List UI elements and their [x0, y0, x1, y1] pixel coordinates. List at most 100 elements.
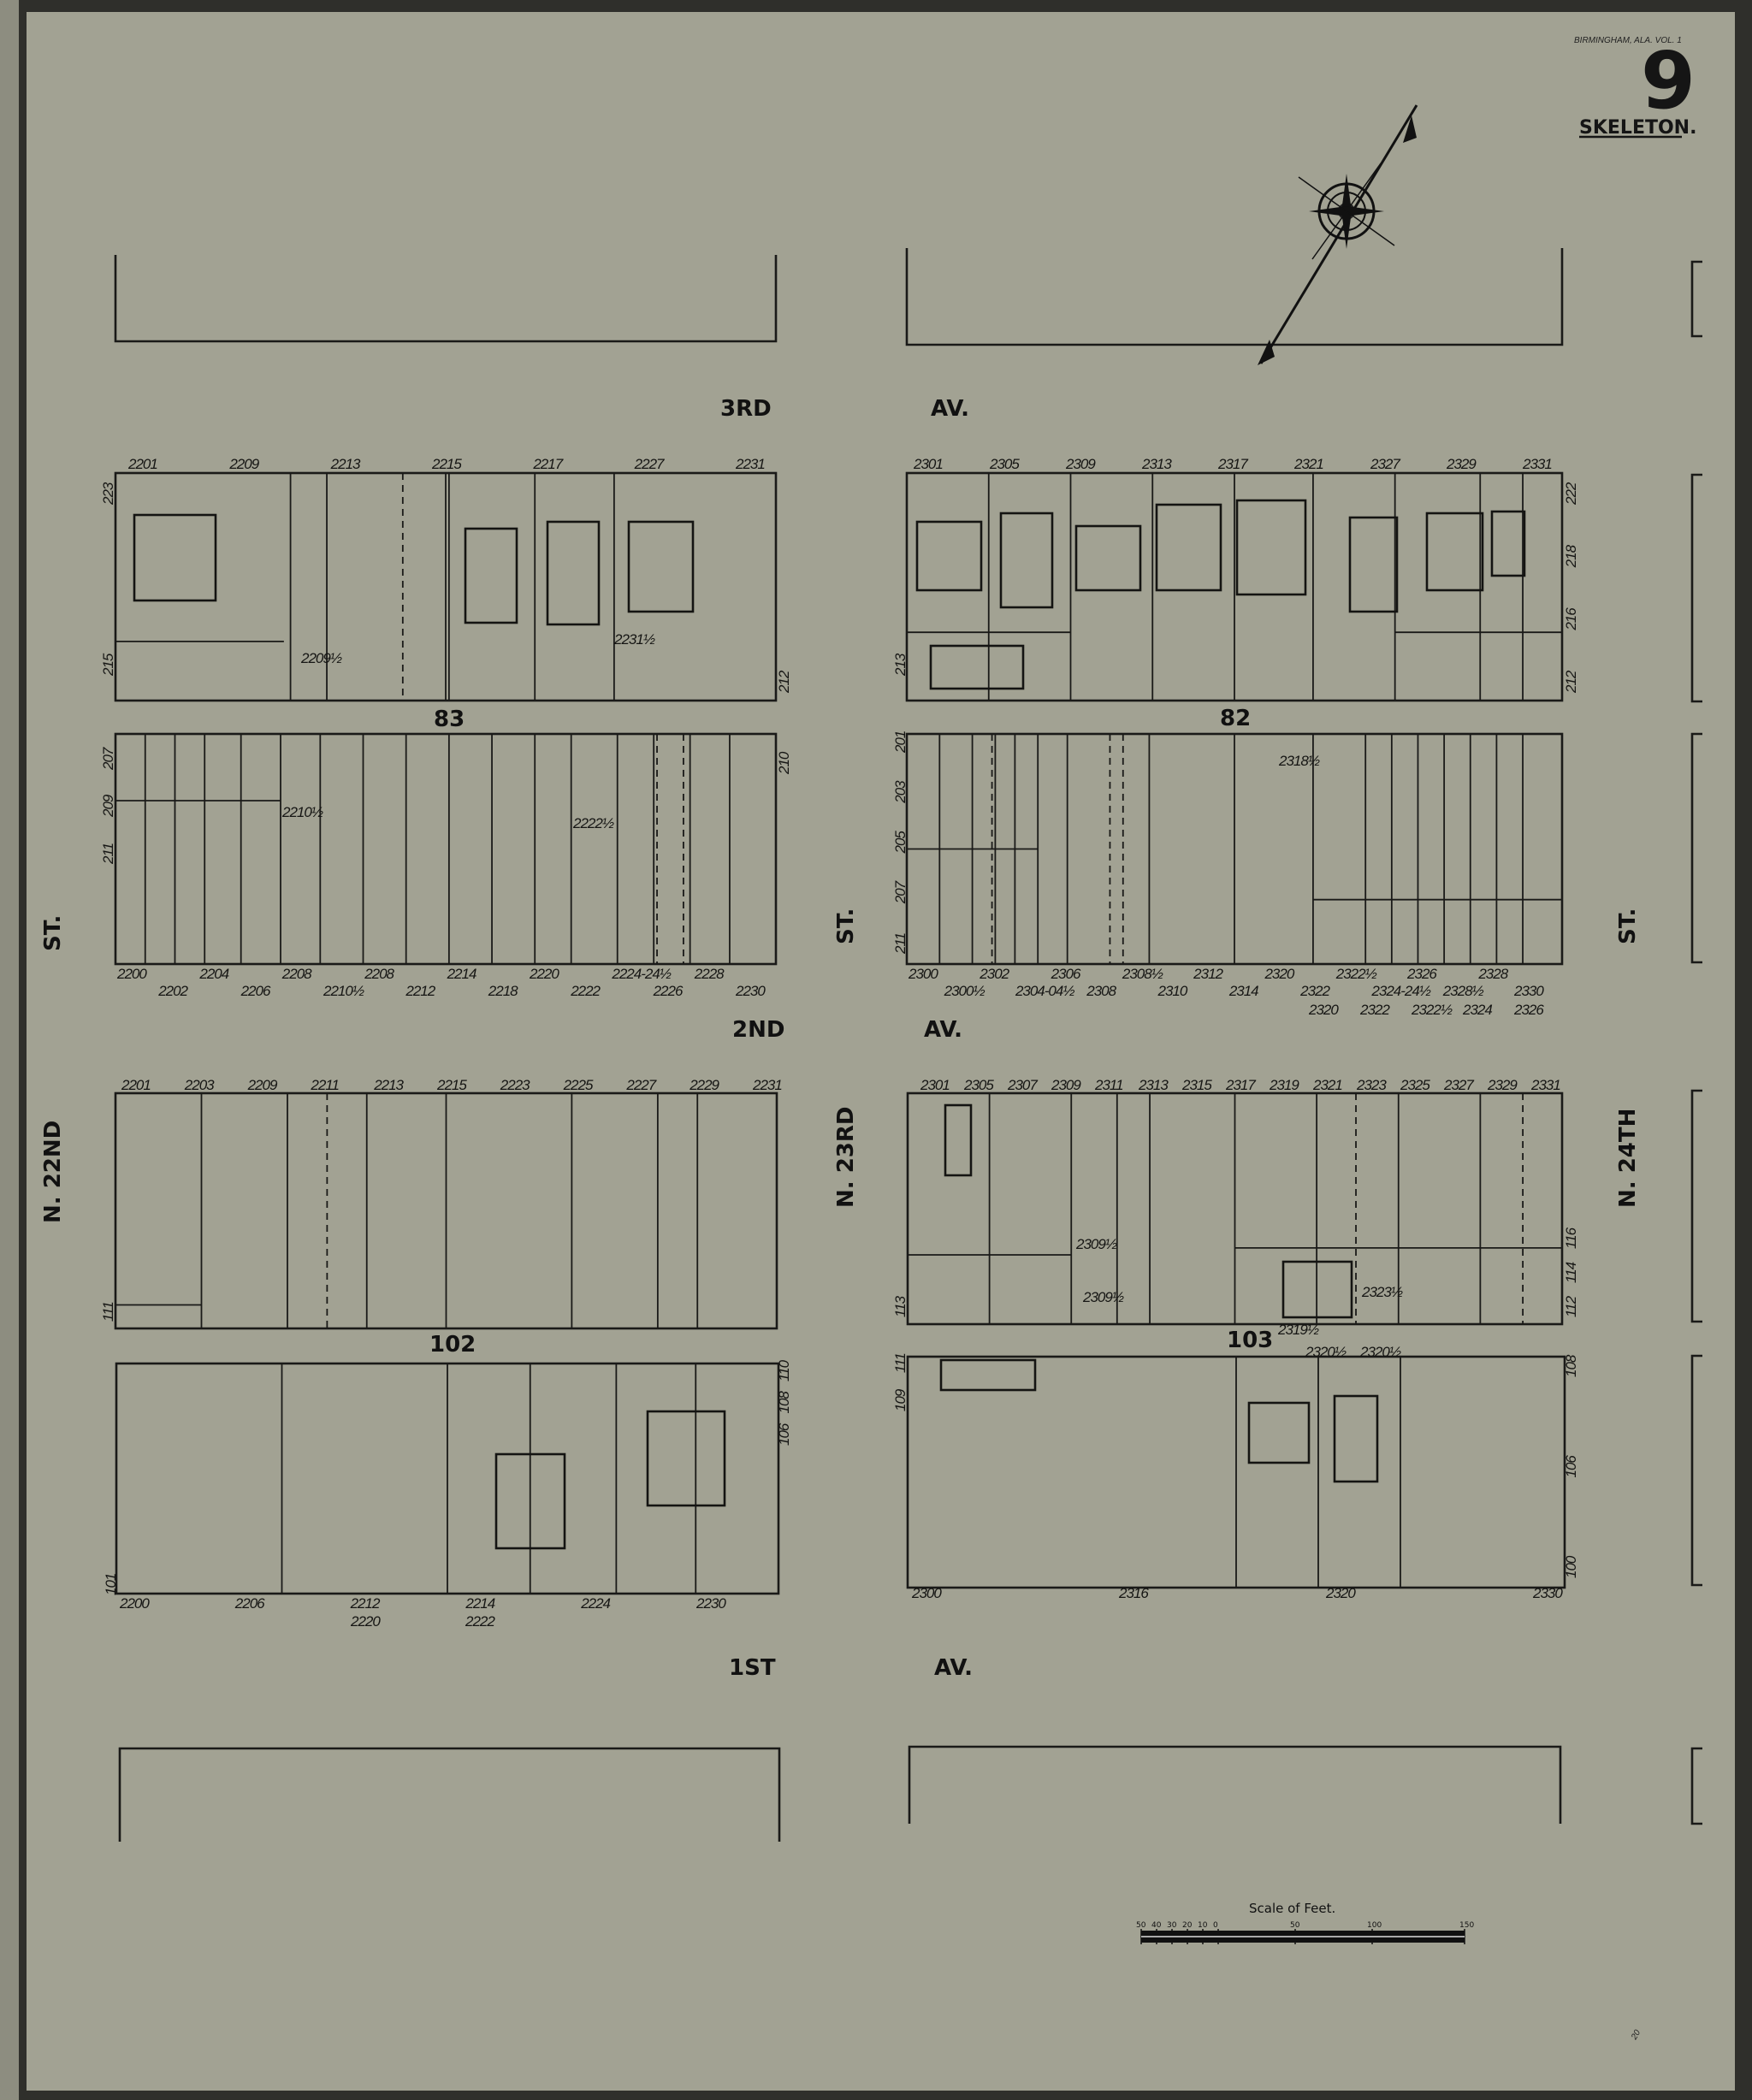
address-number: 211 [892, 932, 909, 955]
address-number: 205 [892, 831, 909, 855]
address-number: 2329 [1446, 456, 1477, 472]
address-number: 2227 [625, 1077, 656, 1093]
building-footprint [929, 644, 1025, 690]
address-number: 2208 [281, 966, 312, 982]
address-number: 2313 [1138, 1077, 1169, 1093]
address-number: 2323 [1356, 1077, 1387, 1093]
adjacent-block-edge [1690, 1354, 1702, 1587]
n22-st-suffix: ST. [40, 915, 66, 951]
building-footprint [915, 520, 983, 592]
scale-tick-label: 0 [1213, 1921, 1218, 1930]
address-number: 2209 [247, 1077, 278, 1093]
building-footprint [1425, 512, 1484, 592]
address-number: 2309 [1051, 1077, 1081, 1093]
address-number: 2228 [694, 966, 725, 982]
partial-block-outline [908, 1745, 1562, 1824]
building-footprint [464, 527, 518, 624]
address-number: 100 [1563, 1555, 1579, 1578]
address-number: 2316 [1118, 1585, 1149, 1601]
building-footprint [1490, 510, 1526, 577]
third-av-suffix: AV. [931, 396, 969, 422]
block-number-103: 103 [1227, 1328, 1273, 1353]
address-number: 2210½ [281, 804, 323, 820]
scale-tick-label: 50 [1290, 1921, 1300, 1930]
address-number: 2327 [1443, 1077, 1474, 1093]
address-number: 2230 [735, 983, 766, 999]
address-number: 106 [776, 1423, 792, 1446]
address-number: 2214 [465, 1595, 494, 1612]
adjacent-block-edge [1690, 260, 1702, 338]
scale-title: Scale of Feet. [1249, 1901, 1335, 1916]
address-number: 2215 [436, 1077, 467, 1093]
scale-tick-label: 20 [1182, 1921, 1193, 1930]
address-number: 113 [892, 1295, 909, 1317]
building-footprint [546, 520, 601, 626]
address-number: 2326 [1406, 966, 1437, 982]
address-number: 2322½ [1411, 1002, 1453, 1018]
adjacent-block-edge [1690, 732, 1702, 964]
block-number-102: 102 [429, 1332, 476, 1358]
address-number: 209 [100, 794, 116, 818]
address-number: 201 [892, 731, 909, 754]
address-number: 2220 [529, 966, 559, 982]
address-number: 2209 [228, 456, 259, 472]
address-number: 210 [776, 751, 792, 775]
address-number: 2324 [1462, 1002, 1492, 1018]
building-footprint [1247, 1401, 1311, 1464]
sheet-title: SKELETON. [1579, 117, 1696, 139]
address-number: 2212 [350, 1595, 381, 1612]
address-number: 203 [892, 780, 909, 804]
address-number: 216 [1563, 607, 1579, 631]
address-number: 2222½ [572, 815, 614, 831]
address-number: 2313 [1141, 456, 1172, 472]
address-number: 2231 [735, 456, 765, 472]
building-footprint [627, 520, 695, 613]
adjacent-block-edge [1690, 1747, 1702, 1825]
address-number: 207 [100, 747, 116, 771]
third-av-number: 3RD [720, 396, 772, 422]
address-number: 2319½ [1277, 1322, 1319, 1338]
address-number: 2201 [121, 1077, 151, 1093]
scale-tick-label: 30 [1167, 1921, 1177, 1930]
sheet-number: 9 [1641, 35, 1696, 127]
address-number: 2224-24½ [611, 966, 671, 982]
building-footprint [944, 1103, 973, 1177]
address-number: 2200 [119, 1595, 150, 1612]
address-number: 223 [100, 482, 116, 506]
address-number: 2315 [1181, 1077, 1212, 1093]
address-number: 2331 [1522, 456, 1552, 472]
address-number: 2212 [405, 983, 435, 999]
second-av-suffix: AV. [924, 1017, 962, 1043]
address-number: 2230 [695, 1595, 726, 1612]
address-number: 2320 [1325, 1585, 1356, 1601]
building-footprint [1074, 524, 1142, 592]
address-number: 2203 [184, 1077, 215, 1093]
building-footprint [646, 1410, 726, 1507]
scale-tick-label: 40 [1151, 1921, 1162, 1930]
address-number: 2229 [689, 1077, 719, 1093]
scale-tick-label: 50 [1136, 1921, 1146, 1930]
second-av-number: 2ND [732, 1017, 784, 1043]
address-number: 2206 [234, 1595, 265, 1612]
block-number-82: 82 [1220, 706, 1251, 731]
address-number: 207 [892, 880, 909, 904]
address-number: 2211 [310, 1077, 339, 1093]
address-number: 2224 [580, 1595, 610, 1612]
address-number: 2331 [1530, 1077, 1560, 1093]
address-number: 2302 [979, 966, 1009, 982]
partial-block-outline [118, 1747, 781, 1842]
block-number-83: 83 [434, 707, 465, 732]
address-number: 2305 [963, 1077, 994, 1093]
address-number: 2208 [364, 966, 394, 982]
building-footprint [939, 1358, 1037, 1392]
address-number: 2304-04½ [1015, 983, 1074, 999]
scale-tick-label: 150 [1459, 1921, 1474, 1930]
address-number: 2319 [1269, 1077, 1299, 1093]
address-number: 2210½ [323, 983, 364, 999]
n23-st-prefix: N. 23RD [833, 1107, 859, 1208]
building-footprint [1281, 1260, 1353, 1319]
n24-st-suffix: ST. [1615, 908, 1641, 944]
header-note: BIRMINGHAM, ALA. VOL. 1 [1574, 36, 1682, 45]
address-number: 2300 [908, 966, 938, 982]
